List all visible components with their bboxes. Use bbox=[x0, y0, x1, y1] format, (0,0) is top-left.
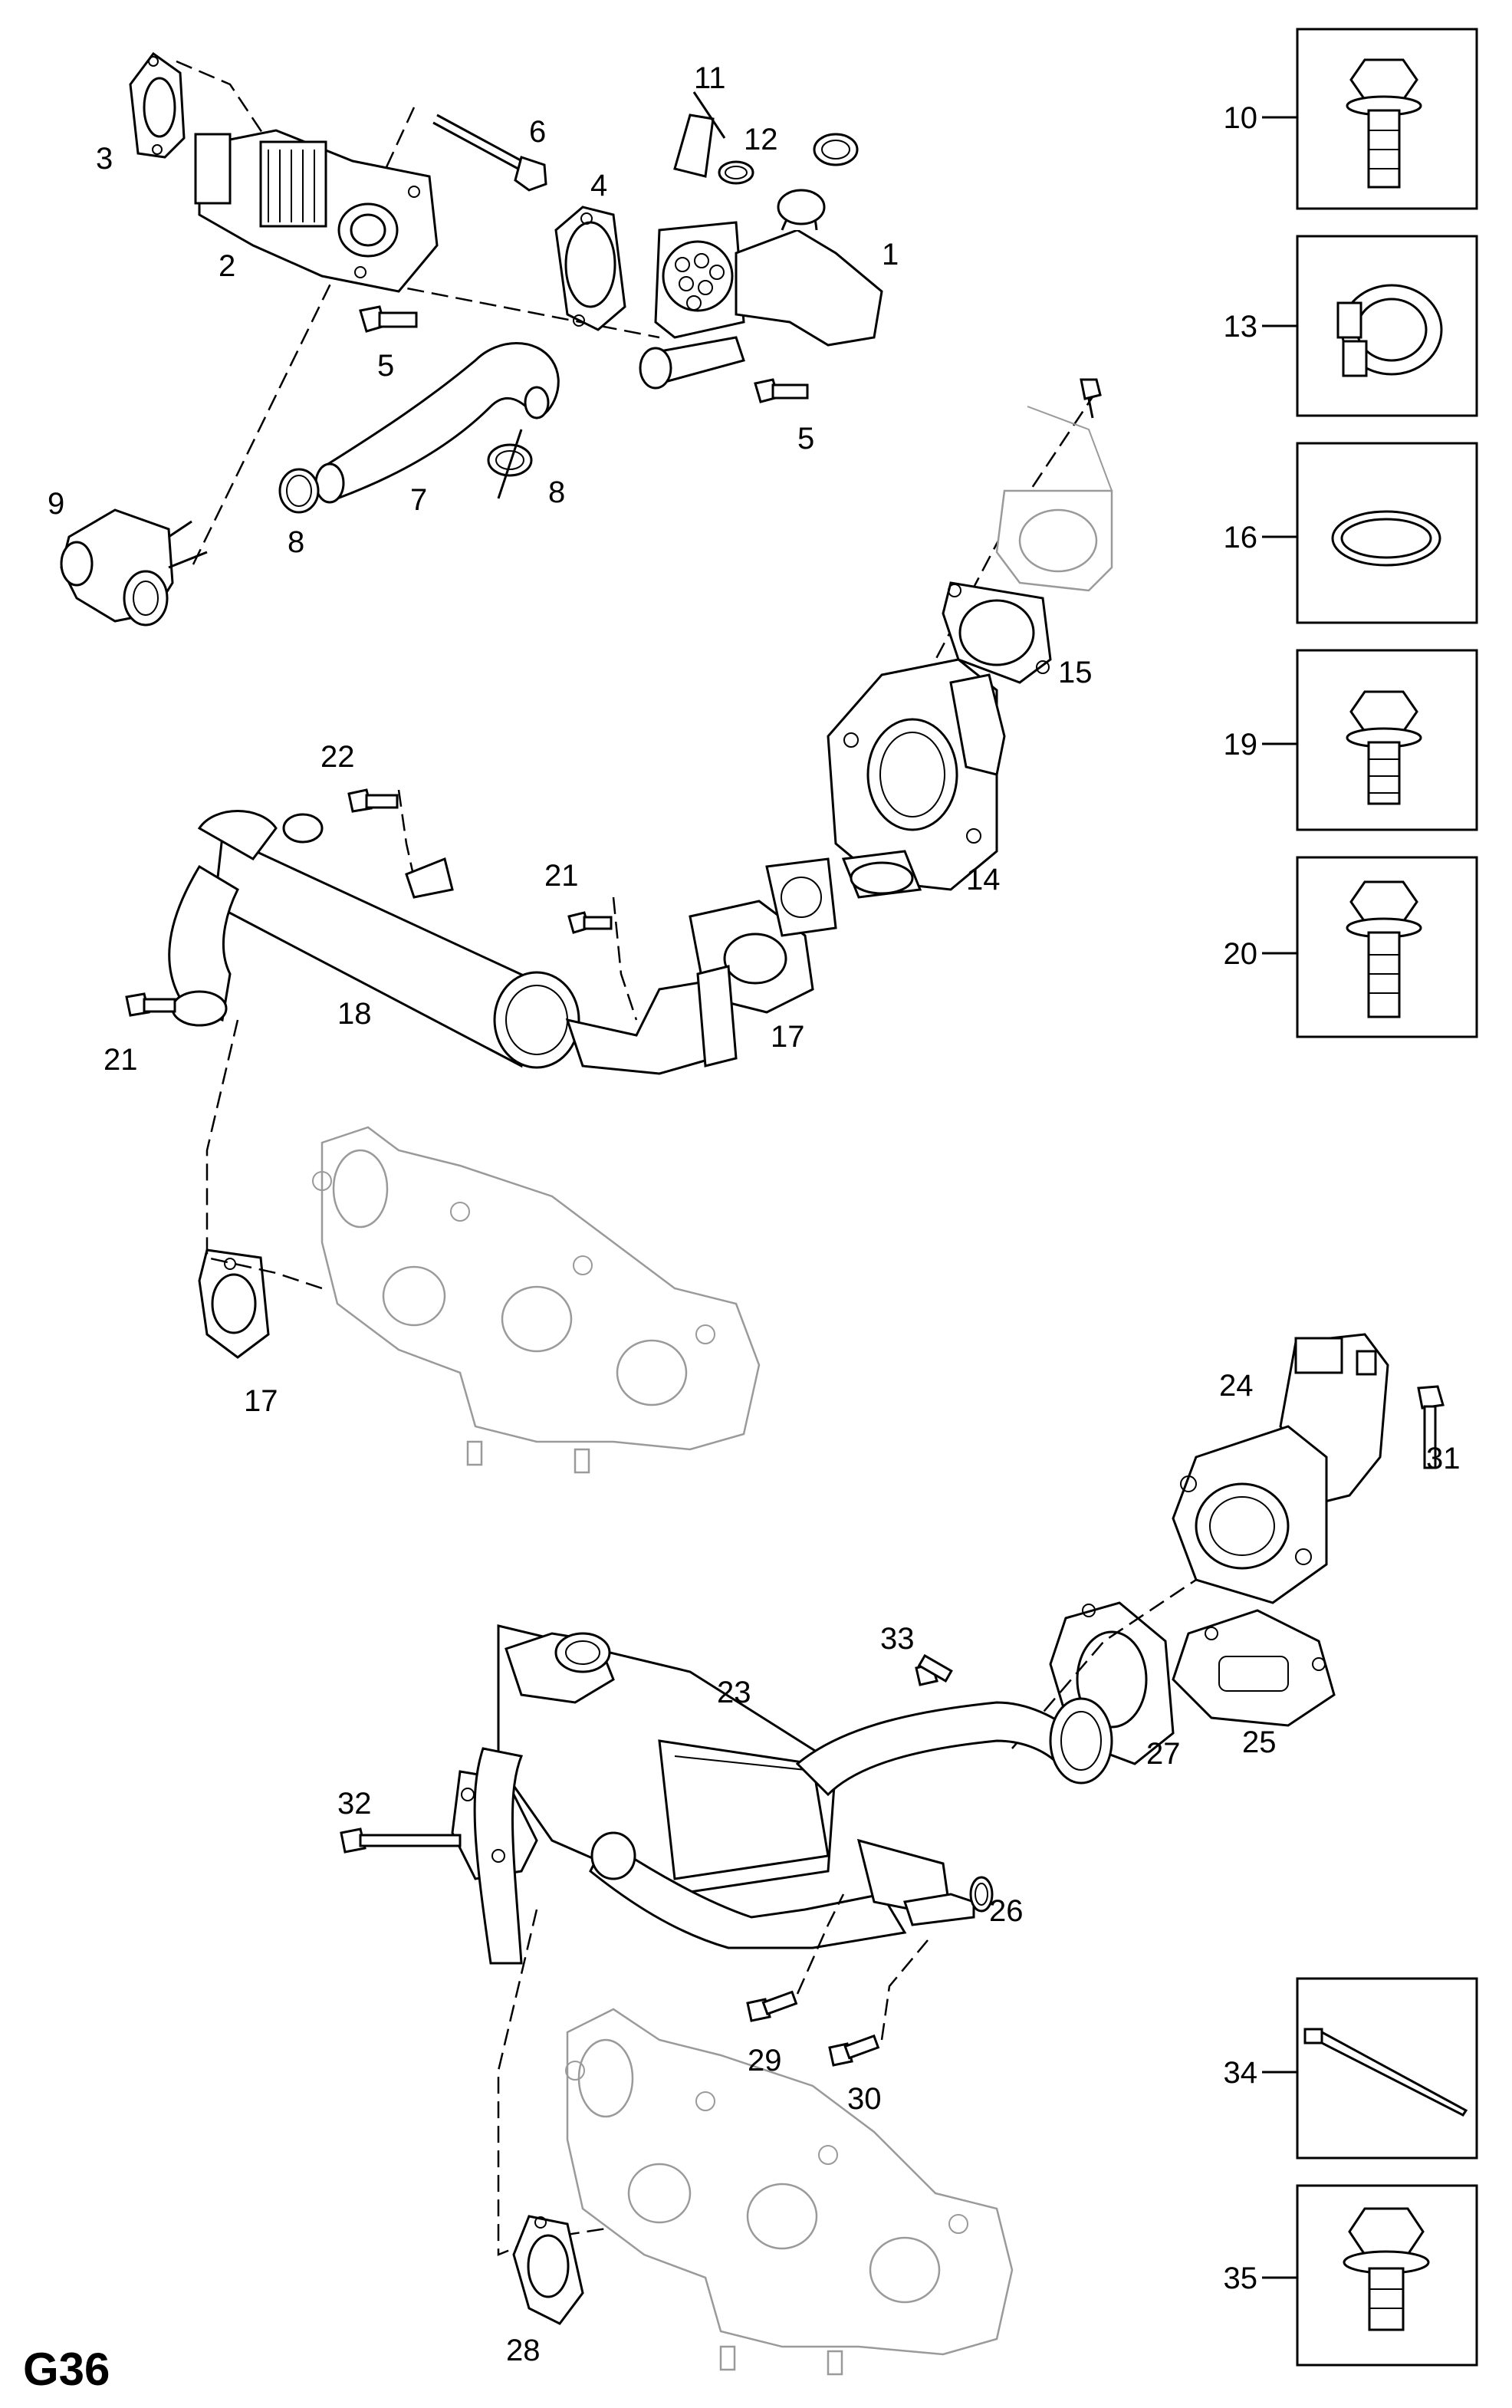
callout-30: 30 bbox=[847, 2082, 882, 2116]
diagram-code: G36 bbox=[23, 2344, 110, 2395]
sidebar-label-16: 16 bbox=[1224, 521, 1258, 554]
part-14-throttle-body[interactable] bbox=[827, 658, 1006, 899]
part-23-egr-cooler[interactable] bbox=[451, 1624, 1113, 1965]
callout-21-middle: 21 bbox=[544, 859, 579, 893]
part-2-egr-valve[interactable] bbox=[194, 129, 439, 293]
sidebar-part-16[interactable]: 16 bbox=[1224, 442, 1478, 624]
part-5-bolt-right[interactable] bbox=[754, 378, 809, 403]
callout-28: 28 bbox=[506, 2334, 541, 2367]
callout-7: 7 bbox=[410, 483, 427, 517]
exhaust-manifold-ghost-lower bbox=[565, 2008, 1014, 2376]
callout-18: 18 bbox=[337, 997, 372, 1031]
part-21-bolt-middle[interactable] bbox=[567, 896, 638, 1021]
callout-17-lower: 17 bbox=[244, 1384, 278, 1418]
sidebar-label-35: 35 bbox=[1224, 2262, 1258, 2295]
sidebar-part-34[interactable]: 34 bbox=[1224, 1977, 1478, 2160]
part-25-gasket[interactable] bbox=[1172, 1609, 1336, 1727]
sidebar-label-19: 19 bbox=[1224, 728, 1258, 762]
sidebar-label-13: 13 bbox=[1224, 310, 1258, 344]
callout-17-middle: 17 bbox=[771, 1020, 805, 1054]
sidebar-part-10[interactable]: 10 bbox=[1224, 28, 1478, 210]
part-3-gasket[interactable] bbox=[129, 51, 186, 159]
hose-clamp-icon bbox=[1336, 284, 1443, 377]
callout-22: 22 bbox=[320, 740, 355, 774]
part-1-egr-flange[interactable] bbox=[639, 189, 883, 390]
part-31-bolt[interactable] bbox=[1417, 1385, 1445, 1469]
part-17-gasket-lower[interactable] bbox=[198, 1248, 270, 1359]
callout-5-left: 5 bbox=[377, 349, 394, 383]
part-7-hose[interactable] bbox=[314, 342, 560, 504]
sidebar-part-20[interactable]: 20 bbox=[1224, 856, 1478, 1038]
callout-24: 24 bbox=[1219, 1369, 1254, 1403]
part-4-gasket[interactable] bbox=[554, 206, 626, 331]
callout-2: 2 bbox=[219, 249, 235, 283]
part-13-clamp-top[interactable] bbox=[813, 133, 859, 166]
sidebar-part-35[interactable]: 35 bbox=[1224, 2184, 1478, 2367]
part-18-egr-cooler[interactable] bbox=[168, 810, 738, 1075]
callout-9: 9 bbox=[48, 487, 64, 521]
callout-8-right: 8 bbox=[548, 475, 565, 509]
callout-26: 26 bbox=[989, 1894, 1024, 1928]
sidebar-label-10: 10 bbox=[1224, 101, 1258, 135]
flange-bolt-icon bbox=[1346, 690, 1422, 805]
cable-tie-icon bbox=[1303, 2028, 1468, 2117]
sidebar-part-13[interactable]: 13 bbox=[1224, 235, 1478, 417]
sidebar-part-19[interactable]: 19 bbox=[1224, 649, 1478, 831]
part-32-bolt[interactable] bbox=[340, 1827, 462, 1854]
sidebar-label-34: 34 bbox=[1224, 2056, 1258, 2090]
part-30-bolt[interactable] bbox=[828, 1939, 929, 2067]
part-33-bolt[interactable] bbox=[915, 1653, 953, 1686]
callout-21-left: 21 bbox=[104, 1043, 138, 1077]
part-6-long-bolt[interactable] bbox=[432, 113, 547, 192]
part-15-gasket[interactable] bbox=[942, 581, 1052, 684]
callout-1: 1 bbox=[882, 238, 899, 271]
part-8-clamp-right[interactable] bbox=[487, 429, 533, 499]
part-9-water-pipe[interactable] bbox=[60, 508, 208, 627]
bolt-15-top[interactable] bbox=[1080, 378, 1102, 419]
callout-8-left: 8 bbox=[288, 525, 304, 559]
callout-23: 23 bbox=[717, 1676, 751, 1709]
callout-15: 15 bbox=[1058, 656, 1093, 689]
sidebar-label-20: 20 bbox=[1224, 937, 1258, 971]
part-11-clip[interactable] bbox=[673, 91, 726, 178]
callout-32: 32 bbox=[337, 1787, 372, 1821]
callout-31: 31 bbox=[1426, 1442, 1461, 1475]
short-flange-bolt-icon bbox=[1343, 2207, 1430, 2331]
part-26-o-ring[interactable] bbox=[969, 1876, 994, 1913]
callout-27: 27 bbox=[1146, 1737, 1181, 1771]
part-21-bolt-left[interactable] bbox=[125, 992, 176, 1017]
o-ring-icon bbox=[1331, 510, 1441, 567]
exhaust-manifold-ghost-upper bbox=[312, 1126, 761, 1474]
callout-3: 3 bbox=[96, 142, 113, 176]
callout-14: 14 bbox=[966, 863, 1001, 896]
part-22-bolt[interactable] bbox=[347, 788, 454, 899]
callout-29: 29 bbox=[748, 2044, 782, 2077]
part-12-o-ring[interactable] bbox=[718, 160, 754, 185]
callout-6: 6 bbox=[529, 115, 546, 149]
callout-5-right: 5 bbox=[797, 422, 814, 456]
callout-4: 4 bbox=[590, 169, 607, 202]
callout-33: 33 bbox=[880, 1622, 915, 1656]
part-29-bolt[interactable] bbox=[746, 1893, 845, 2022]
part-5-bolt-left[interactable] bbox=[359, 305, 418, 333]
flange-bolt-icon bbox=[1346, 58, 1422, 189]
flange-bolt-icon bbox=[1346, 880, 1422, 1018]
callout-11: 11 bbox=[694, 61, 726, 95]
callout-12: 12 bbox=[744, 123, 778, 156]
part-15-gasket-upper[interactable] bbox=[995, 406, 1113, 592]
part-28-gasket[interactable] bbox=[512, 2215, 584, 2325]
callout-25: 25 bbox=[1242, 1725, 1277, 1759]
part-8-clamp-left[interactable] bbox=[278, 468, 320, 514]
part-24-egr-valve[interactable] bbox=[1172, 1333, 1389, 1604]
